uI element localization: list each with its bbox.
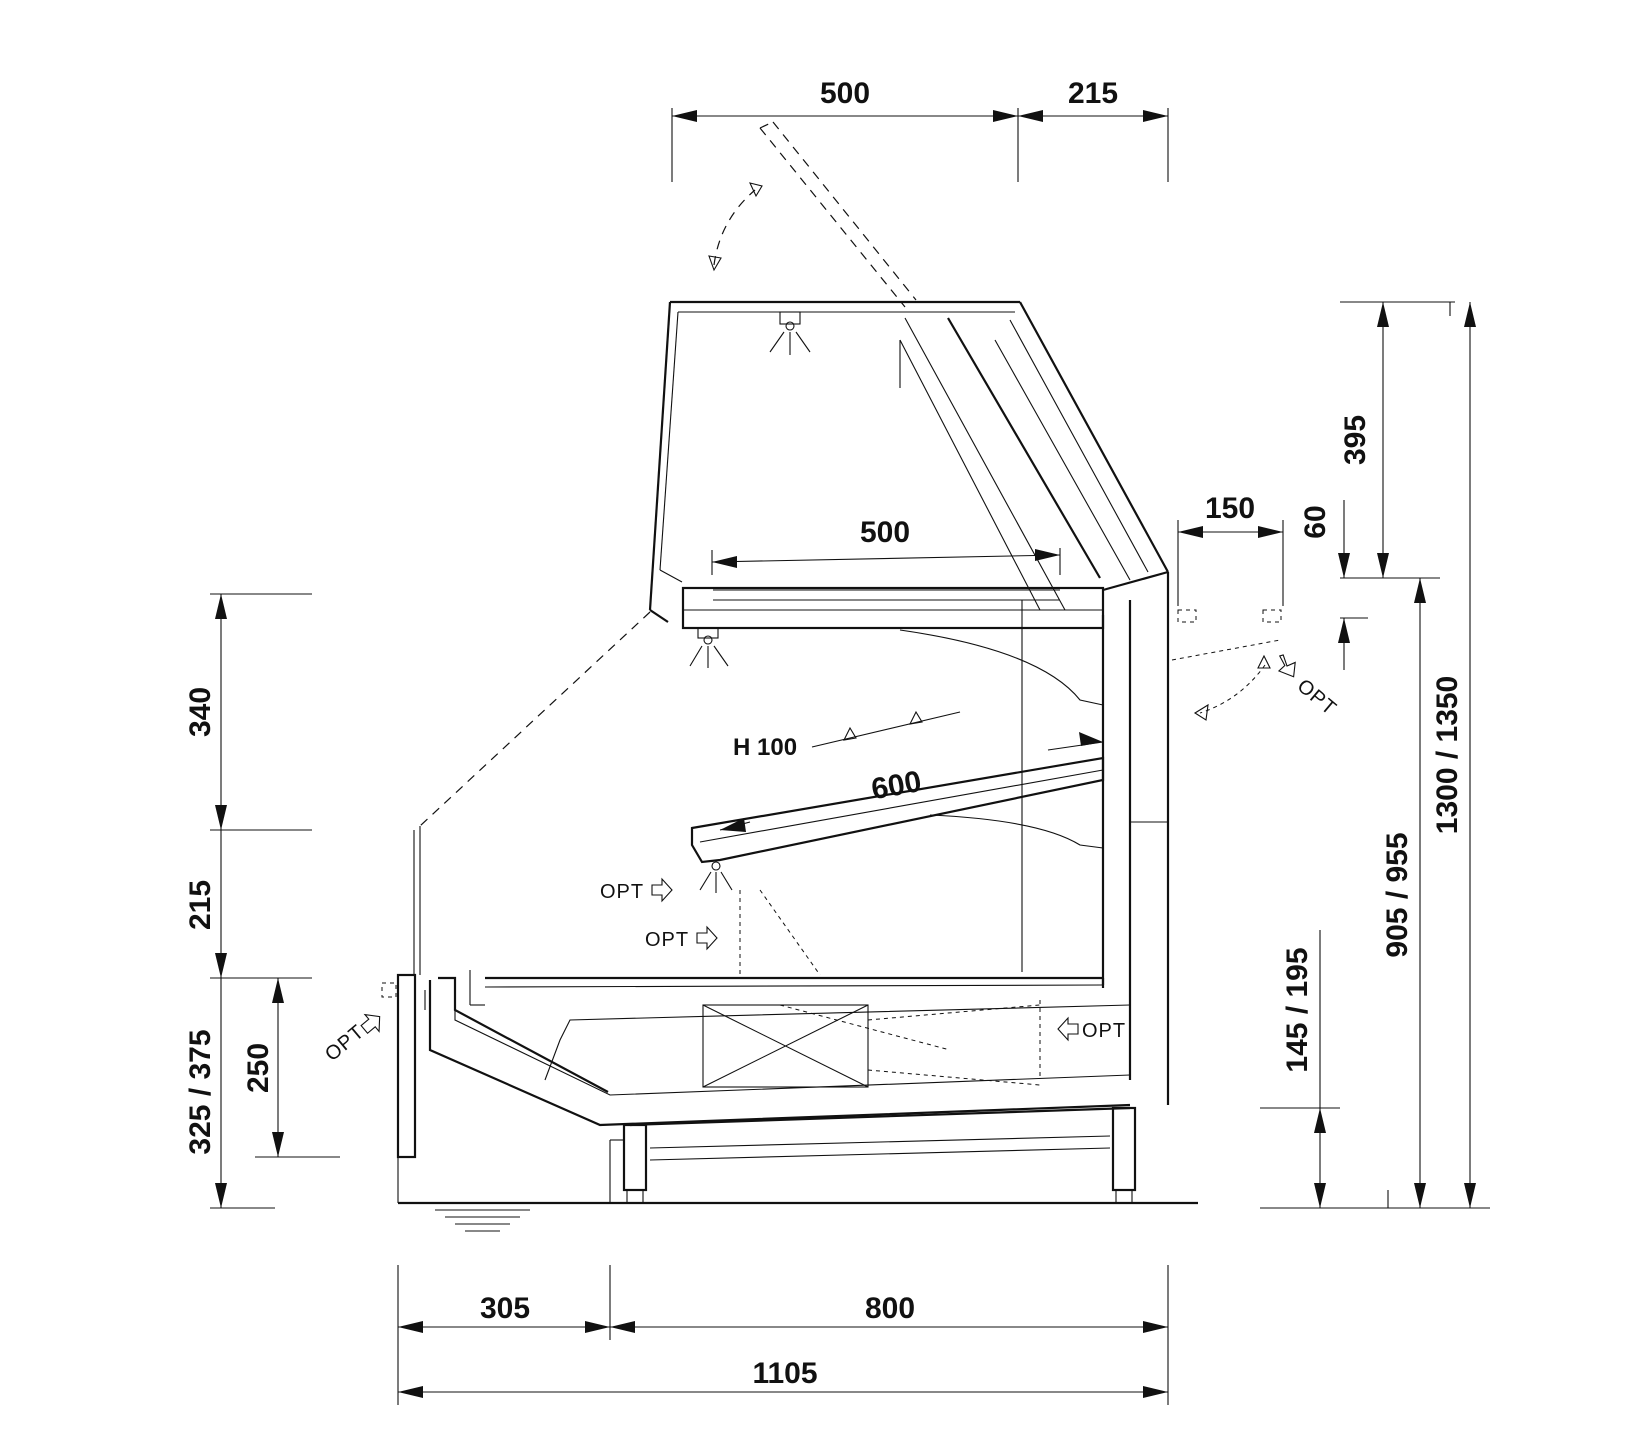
dim-top-glass-depth: 500 (820, 77, 870, 110)
svg-text:OPT: OPT (1082, 1020, 1126, 1042)
shelf-height-label: H 100 (733, 734, 797, 761)
dimension-lines (210, 108, 1490, 1405)
dim-overall-depth: 1105 (752, 1357, 817, 1390)
dim-overall-height: 1300 / 1350 (1431, 676, 1464, 834)
opt-label-front-kick: OPT (321, 1013, 381, 1066)
dim-counter-height-left: 325 / 375 (184, 1029, 217, 1154)
opt-label-light-2: OPT (645, 925, 718, 951)
dim-mid-shelf-length: 600 (869, 765, 924, 806)
svg-text:OPT: OPT (600, 881, 644, 903)
dim-rear-opt-width: 150 (1205, 492, 1255, 525)
svg-text:OPT: OPT (321, 1021, 369, 1066)
svg-text:OPT: OPT (645, 929, 689, 951)
dim-counter-height-right: 905 / 955 (1381, 832, 1414, 957)
opt-label-light-1: OPT (600, 877, 673, 903)
opt-label-rear: OPT (1277, 654, 1341, 720)
floor-symbol-icon (435, 1209, 530, 1232)
dim-canopy-height: 395 (1339, 415, 1372, 465)
lamp-icon (699, 861, 821, 976)
rear-option-outline (1171, 609, 1282, 721)
dim-shelf-depth: 500 (860, 516, 910, 549)
dim-rear-opt-height: 60 (1299, 505, 1332, 538)
svg-text:OPT: OPT (1293, 675, 1341, 720)
dim-front-panel-height: 250 (242, 1043, 275, 1093)
dim-front-offset: 305 (480, 1292, 530, 1325)
front-option-marker (381, 982, 426, 1010)
front-glass-dashed (419, 121, 917, 827)
dim-base-height-right: 145 / 195 (1281, 947, 1314, 1072)
dim-mid-gap-left: 215 (184, 880, 217, 930)
opt-label-base: OPT (1057, 1016, 1126, 1042)
rotate-arrow-icon (708, 182, 763, 272)
lamp-icon (769, 311, 811, 355)
cabinet-outline (396, 300, 1198, 1205)
dim-top-rear-offset: 215 (1068, 77, 1118, 110)
dim-base-depth: 800 (865, 1292, 915, 1325)
dim-upper-gap-left: 340 (184, 687, 217, 737)
lamp-icon (689, 627, 729, 668)
